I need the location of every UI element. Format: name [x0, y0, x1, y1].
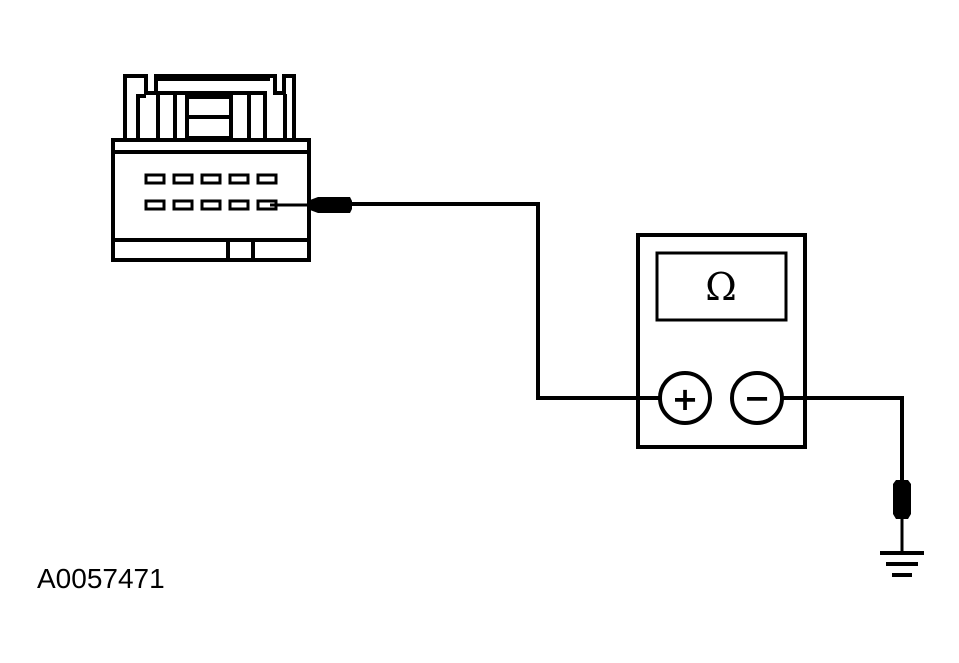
connector-body	[111, 138, 311, 262]
ground-test-probe	[893, 480, 911, 553]
connector-latch	[123, 74, 296, 140]
meter-display	[655, 251, 788, 322]
probe-body	[310, 197, 352, 213]
connector-test-probe	[270, 197, 352, 213]
negative-terminal: −	[730, 371, 784, 425]
positive-symbol: +	[672, 380, 699, 418]
negative-test-lead	[782, 396, 904, 480]
connector-terminals-row-1	[144, 173, 278, 185]
ohmmeter: Ω + −	[636, 233, 807, 449]
connector-terminals-row-2	[144, 199, 278, 211]
electrical-connector	[111, 74, 311, 262]
positive-test-lead	[350, 202, 660, 400]
meter-housing	[636, 233, 807, 449]
ground-probe-body	[893, 480, 911, 519]
negative-symbol: −	[744, 379, 771, 417]
ohm-symbol: Ω	[705, 265, 737, 309]
ground-icon	[880, 551, 924, 577]
figure-id: A0057471	[37, 563, 165, 594]
positive-terminal: +	[658, 371, 712, 425]
